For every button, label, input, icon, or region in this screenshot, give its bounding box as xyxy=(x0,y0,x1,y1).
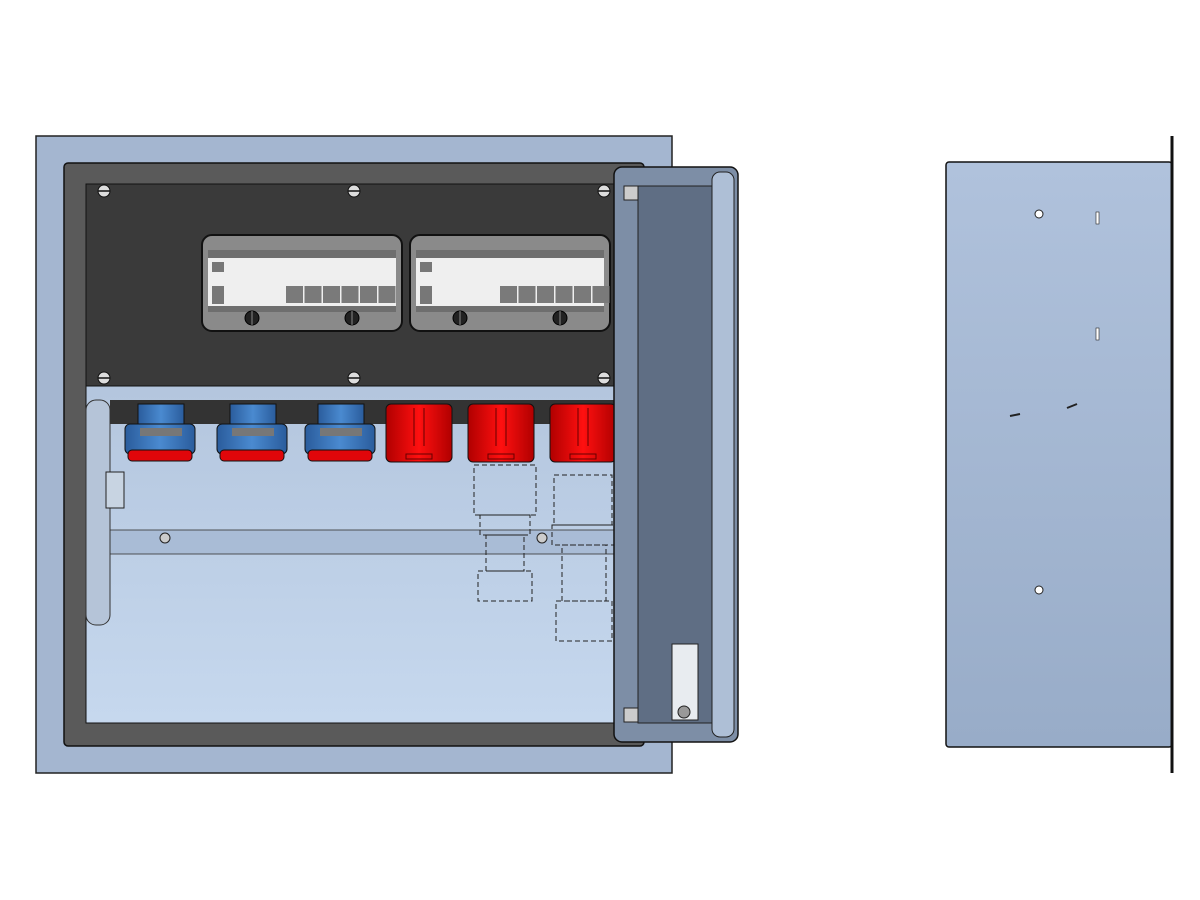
breaker-module[interactable] xyxy=(323,286,340,303)
breaker-module[interactable] xyxy=(574,286,591,303)
side-bracket xyxy=(85,399,111,626)
screw-icon xyxy=(97,184,111,198)
red-socket xyxy=(467,403,535,463)
red-socket xyxy=(549,403,617,463)
screw-icon xyxy=(597,184,611,198)
breaker-module[interactable] xyxy=(304,286,322,303)
breaker-module[interactable] xyxy=(286,286,303,303)
side-view xyxy=(945,136,1174,773)
breaker-window[interactable] xyxy=(409,234,611,332)
screw-icon xyxy=(347,184,361,198)
door-inner xyxy=(637,185,713,724)
bolt-icon xyxy=(159,532,171,544)
breaker-module[interactable] xyxy=(500,286,517,303)
breaker-module[interactable] xyxy=(555,286,573,303)
breaker-module[interactable] xyxy=(518,286,536,303)
screw-icon xyxy=(597,371,611,385)
side-panel xyxy=(945,161,1173,748)
breaker-module[interactable] xyxy=(360,286,377,303)
hole-icon xyxy=(1034,585,1044,595)
screw-icon xyxy=(347,371,361,385)
red-socket xyxy=(385,403,453,463)
hole-icon xyxy=(1034,209,1044,219)
breaker-window[interactable] xyxy=(201,234,403,332)
mounting-rail xyxy=(107,529,617,555)
lock-icon xyxy=(677,705,691,719)
breaker-module[interactable] xyxy=(378,286,396,303)
breaker-module[interactable] xyxy=(341,286,359,303)
door-edge xyxy=(711,171,735,738)
screw-icon xyxy=(97,371,111,385)
breaker-module[interactable] xyxy=(592,286,610,303)
blue-socket xyxy=(304,403,376,462)
hinge-icon xyxy=(623,185,639,201)
front-view xyxy=(35,135,739,774)
blue-socket xyxy=(216,403,288,462)
latch xyxy=(105,471,125,509)
breaker-module[interactable] xyxy=(537,286,554,303)
hinge-icon xyxy=(623,707,639,723)
bolt-icon xyxy=(536,532,548,544)
blue-socket xyxy=(124,403,196,462)
plug-outline xyxy=(473,464,615,642)
